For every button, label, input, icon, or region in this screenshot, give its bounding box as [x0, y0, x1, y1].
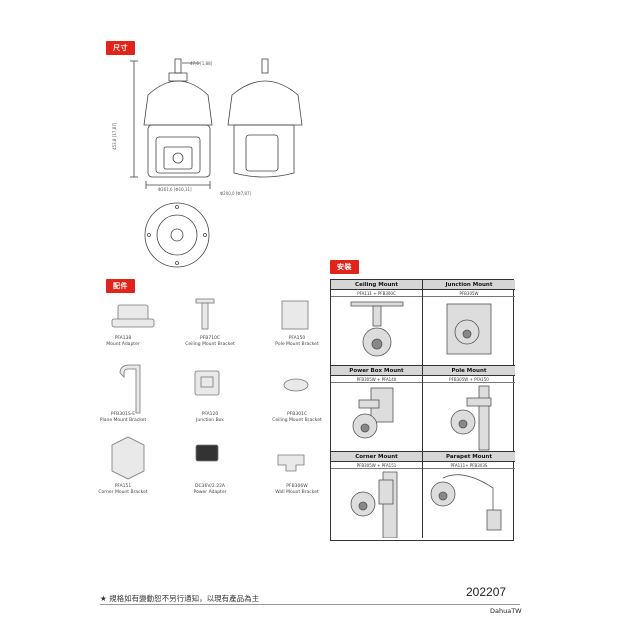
dim-body-diameter: Φ261,6 [Φ10,31] [158, 187, 192, 192]
footer-note: ★ 規格如有變動恕不另行通知，以現有產品為主 [100, 594, 260, 603]
accessory-item: PFB710C Ceiling Mount Bracket [185, 336, 235, 347]
accessory-item: PFB301S-E Plane Mount Bracket [99, 412, 147, 423]
install-cell-junction: Junction Mount PFB305W [423, 280, 515, 366]
section-dimensions-tag: 尺寸 [106, 41, 135, 55]
install-illustration [446, 303, 492, 355]
install-parts: PFA111 + PFB300C [331, 290, 422, 297]
section-accessories-tag: 配件 [106, 279, 135, 293]
dim-cable-width: 47,6 [1,88] [190, 61, 213, 66]
install-title: Pole Mount [423, 366, 515, 376]
accessory-item: PFA138 Mount Adapter [106, 336, 140, 347]
install-parts: PFB305W [423, 290, 515, 297]
brand-label: DahuaTW [490, 607, 522, 615]
install-parts: PFB305W + PFA150 [423, 376, 515, 383]
dim-head-diameter: Φ200,0 [Φ7,87] [220, 191, 252, 196]
footer-divider [100, 604, 520, 605]
dimension-drawing [130, 58, 303, 268]
install-cell-power-box: Power Box Mount PFB305W + PFA140 [331, 366, 423, 452]
section-installation-tag: 安裝 [330, 260, 359, 274]
accessory-item: DC36V/2.22A Power Adapter [193, 484, 227, 495]
install-parts: PFB305W + PFA151 [331, 462, 422, 469]
install-parts: PFB305W + PFA140 [331, 376, 422, 383]
install-title: Corner Mount [331, 452, 422, 462]
install-cell-corner: Corner Mount PFB305W + PFA151 [331, 452, 423, 538]
accessory-item: PFB306W Wall Mount Bracket [275, 484, 319, 495]
accessory-item: PFA151 Corner Mount Bracket [98, 484, 148, 495]
install-title: Power Box Mount [331, 366, 422, 376]
document-code: 202207 [466, 585, 507, 599]
install-illustration [450, 385, 492, 451]
installation-table: Ceiling Mount PFA111 + PFB300C Junction … [330, 279, 515, 541]
accessory-icons [111, 298, 309, 480]
install-title: Parapet Mount [423, 452, 515, 462]
install-title: Junction Mount [423, 280, 515, 290]
accessory-item: PFA120 Junction Box [196, 412, 224, 423]
install-parts: PFA111+ PFB303S [423, 462, 515, 469]
install-illustration [430, 474, 502, 531]
install-illustration [350, 471, 398, 538]
install-illustration [352, 387, 394, 439]
install-cell-ceiling: Ceiling Mount PFA111 + PFB300C [331, 280, 423, 366]
accessory-item: PFA150 Pole Mount Bracket [275, 336, 319, 347]
install-cell-pole: Pole Mount PFB305W + PFA150 [423, 366, 515, 452]
dim-height: 453,8 [17,87] [112, 122, 117, 150]
accessory-item: PFB301C Ceiling Mount Bracket [272, 412, 322, 423]
install-title: Ceiling Mount [331, 280, 422, 290]
install-cell-parapet: Parapet Mount PFA111+ PFB303S [423, 452, 515, 538]
install-illustration [350, 301, 404, 357]
